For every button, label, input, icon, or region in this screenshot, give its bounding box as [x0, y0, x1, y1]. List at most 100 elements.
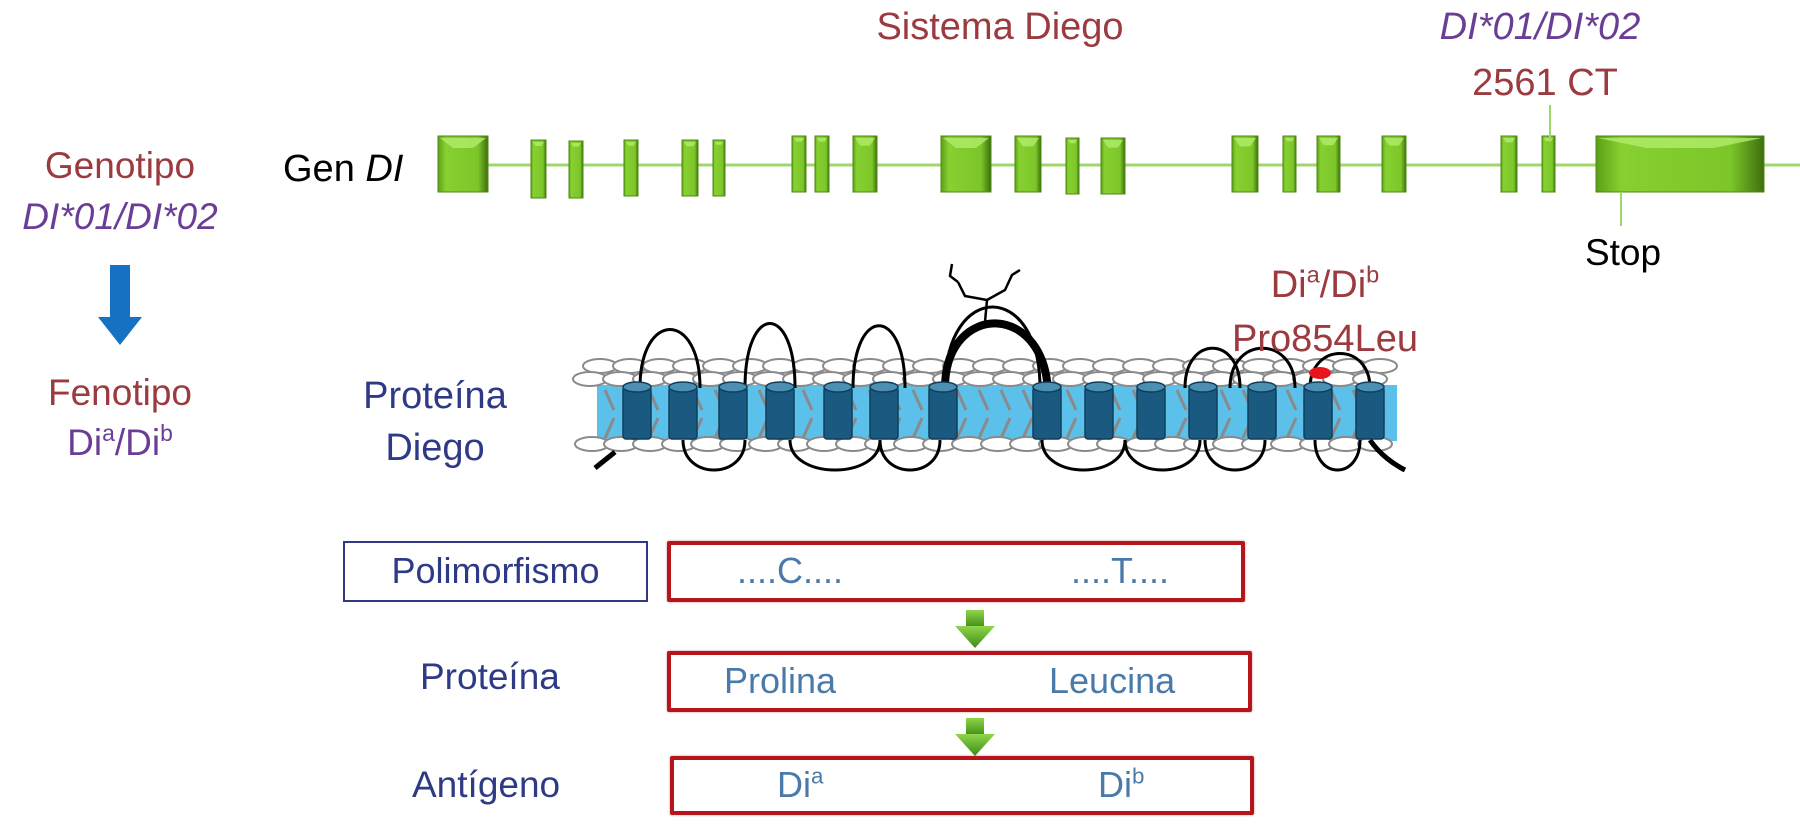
- exon-highlight: [794, 138, 804, 142]
- lipid-head: [1002, 358, 1038, 374]
- helix-top: [1188, 381, 1218, 393]
- exon: [1316, 135, 1341, 193]
- exon-highlight: [943, 138, 989, 148]
- lipid-tail: [1065, 389, 1078, 411]
- lipid-tail: [955, 389, 968, 411]
- lipid-tail: [999, 389, 1012, 411]
- exon-highlight: [1598, 138, 1762, 148]
- protein-label-line1: Proteína: [363, 375, 507, 417]
- extracellular-loop: [1183, 346, 1242, 389]
- lipid-tail: [1021, 417, 1034, 439]
- transmembrane-helix: [668, 386, 698, 440]
- helix-top: [1247, 381, 1277, 393]
- exon: [1500, 135, 1518, 193]
- exon-highlight: [1384, 138, 1404, 146]
- intracellular-loop: [878, 439, 942, 472]
- polymorphism-header-label: Polimorfismo: [391, 549, 600, 591]
- exon: [1541, 135, 1556, 193]
- lipid-tail: [801, 417, 814, 439]
- mutation-label: 2561 CT: [1472, 62, 1618, 104]
- lipid-tail: [1021, 389, 1034, 411]
- helix-top: [1136, 381, 1166, 393]
- gene-label-prefix: Gen: [283, 148, 366, 190]
- exon-highlight: [1068, 140, 1077, 144]
- lipid-head: [822, 358, 858, 374]
- lipid-tail: [1285, 417, 1298, 439]
- variant-antigen-b: Di: [1330, 264, 1367, 306]
- exon-highlight: [715, 142, 723, 145]
- variant-sup-b: b: [1366, 261, 1380, 288]
- lipid-head: [1122, 358, 1158, 374]
- helix-top: [869, 381, 899, 393]
- extracellular-loop: [743, 322, 797, 389]
- dia-cell: Dia: [777, 764, 823, 806]
- helix-top: [1084, 381, 1114, 393]
- lipid-tail: [801, 389, 814, 411]
- exon: [681, 139, 699, 197]
- helix-top: [1032, 381, 1062, 393]
- lipid-head: [1092, 358, 1128, 374]
- extracellular-loop: [1228, 346, 1297, 389]
- transmembrane-helix: [928, 386, 958, 440]
- lipid-head: [852, 358, 888, 374]
- exon-highlight: [1285, 138, 1294, 142]
- exon-highlight: [1503, 138, 1515, 143]
- lipid-tail: [1065, 417, 1078, 439]
- prolina-cell: Prolina: [724, 659, 837, 701]
- exon: [568, 140, 584, 199]
- genotype-label: Genotipo: [44, 145, 196, 186]
- polymorphism-header-box: Polimorfismo: [343, 541, 648, 602]
- helix-top: [622, 381, 652, 393]
- lipid-head: [912, 358, 948, 374]
- extracellular-loop: [851, 324, 907, 389]
- exon: [530, 139, 547, 199]
- lipid-tail: [911, 389, 924, 411]
- lipid-head: [702, 358, 738, 374]
- variant-separator: /: [1319, 264, 1331, 306]
- transmembrane-helix: [1188, 386, 1218, 440]
- exon-highlight: [1234, 138, 1256, 147]
- gene-label: Gen DI: [283, 148, 403, 191]
- phenotype-label: Fenotipo: [48, 372, 192, 413]
- variant-change: Pro854Leu: [1232, 318, 1418, 360]
- exon: [814, 135, 830, 193]
- diagram-title: Sistema Diego: [876, 6, 1124, 48]
- lipid-tail: [603, 389, 616, 411]
- exon-highlight: [571, 143, 581, 147]
- lipid-head: [732, 358, 768, 374]
- allele-label: DI*01/DI*02: [1439, 6, 1641, 48]
- intracellular-loop: [1040, 439, 1127, 472]
- allele-c-cell: ....C....: [737, 549, 844, 591]
- lipid-tail: [1219, 417, 1232, 439]
- lipid-tail: [977, 389, 990, 411]
- helix-top: [1355, 381, 1385, 393]
- lipid-tail: [1219, 389, 1232, 411]
- lipid-head: [582, 358, 618, 374]
- dib-base: Di: [1098, 763, 1132, 805]
- transmembrane-helix: [718, 386, 748, 440]
- dia-base: Di: [777, 763, 811, 805]
- variant-antigen-a: Di: [1270, 264, 1307, 306]
- arrow-down-icon: [98, 265, 142, 345]
- lipid-head: [1152, 358, 1188, 374]
- exon-highlight: [440, 138, 486, 148]
- transmembrane-helix: [1136, 386, 1166, 440]
- c-terminus: [1367, 438, 1407, 473]
- lipid-head: [1062, 358, 1098, 374]
- helix-top: [1303, 381, 1333, 393]
- lipid-head: [882, 358, 918, 374]
- variant-sup-a: a: [1306, 261, 1320, 288]
- lipid-head: [572, 371, 608, 387]
- exon-highlight: [626, 142, 636, 146]
- transmembrane-helices: [622, 381, 1385, 440]
- phenotype-antigen-a: Di: [67, 422, 103, 463]
- exon-highlight: [1017, 138, 1039, 147]
- exon-highlight: [817, 138, 827, 142]
- leucina-cell: Leucina: [1049, 659, 1176, 701]
- exon: [791, 135, 807, 193]
- exon: [623, 139, 639, 197]
- dib-sup: b: [1132, 762, 1145, 788]
- lipid-head: [972, 358, 1008, 374]
